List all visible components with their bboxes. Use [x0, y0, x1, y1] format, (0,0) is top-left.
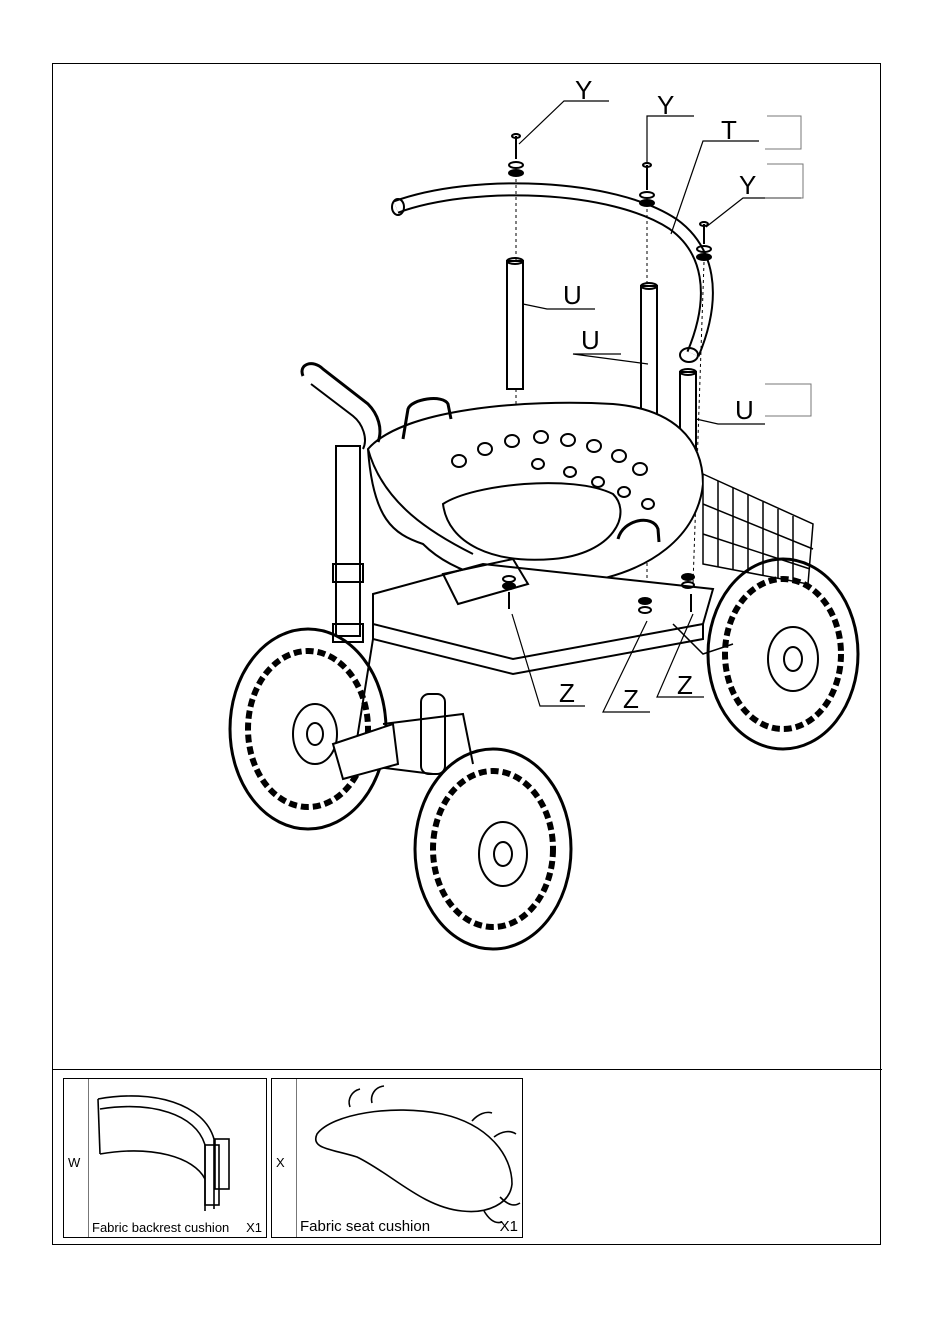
steering-handle [302, 364, 380, 642]
bolt-y-1 [509, 134, 523, 176]
bolt-y-2 [640, 163, 654, 206]
wheel-front [415, 749, 571, 949]
tube-u-2 [641, 283, 657, 416]
part-card-backrest-cushion: W Fabric backrest cushion X1 [63, 1078, 267, 1238]
label-u-1: U [563, 280, 582, 310]
part-name-seat: Fabric seat cushion [300, 1218, 430, 1235]
label-y-3: Y [739, 170, 756, 200]
backrest-tube [392, 189, 707, 362]
part-name-backrest: Fabric backrest cushion [92, 1220, 229, 1235]
parts-list: W Fabric backrest cushion X1 X [53, 1069, 882, 1245]
assembly-diagram: Y Y T Y U U U Z Z Z [53, 64, 882, 1069]
wheel-rear-right [708, 559, 858, 749]
base-frame [353, 559, 713, 774]
tube-u-1 [507, 258, 523, 389]
label-z-1: Z [559, 678, 575, 708]
label-t: T [721, 115, 737, 145]
label-u-2: U [581, 325, 600, 355]
assembly-frame: Y Y T Y U U U Z Z Z W Fabric backr [52, 63, 881, 1245]
backrest-cushion-illustration [64, 1079, 268, 1239]
label-y-2: Y [657, 90, 674, 120]
label-u-3: U [735, 395, 754, 425]
part-card-seat-cushion: X Fabric seat cushion X1 [271, 1078, 523, 1238]
label-y-1: Y [575, 75, 592, 105]
label-z-3: Z [677, 670, 693, 700]
seat-cushion-illustration [272, 1079, 524, 1239]
wheel-rear-left [230, 629, 386, 829]
label-z-2: Z [623, 684, 639, 714]
seat-pan [368, 403, 703, 586]
part-qty-backrest: X1 [246, 1220, 262, 1235]
part-qty-seat: X1 [500, 1218, 518, 1235]
